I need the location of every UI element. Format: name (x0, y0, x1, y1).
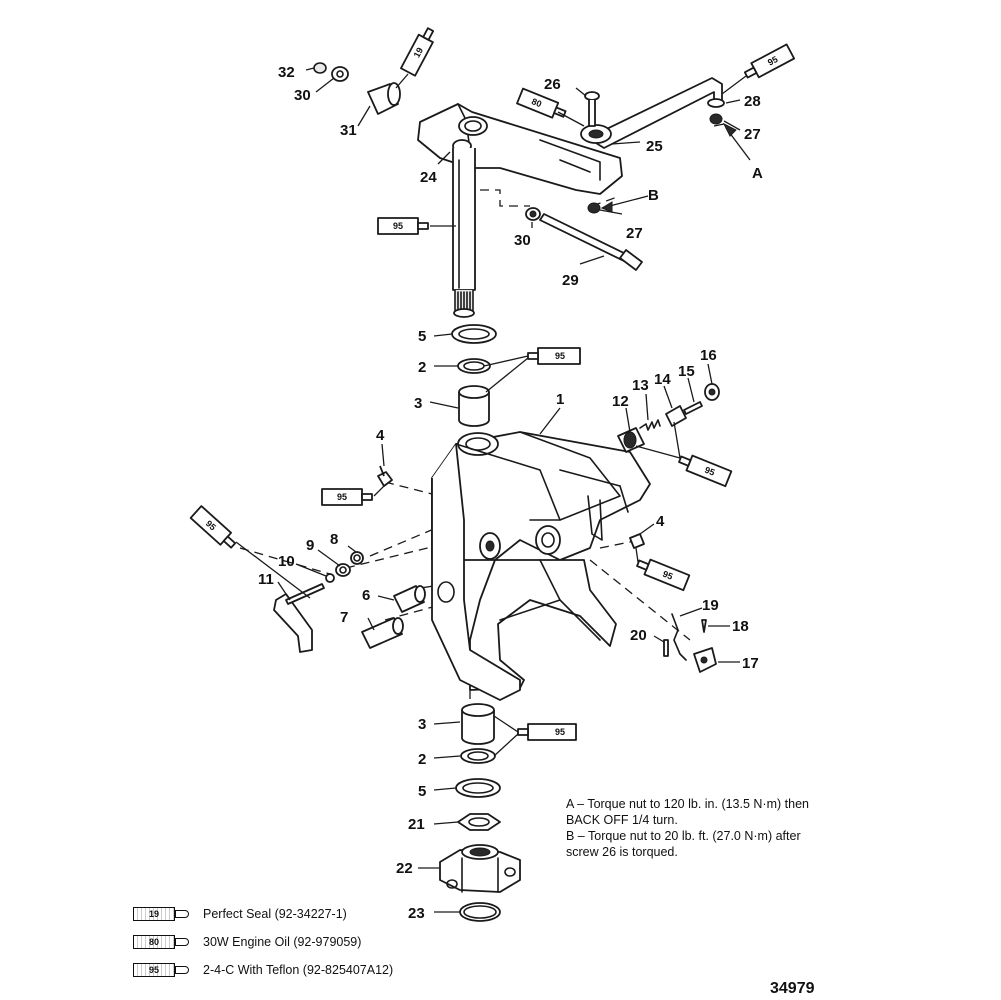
tube-label: 95 (703, 465, 716, 478)
lube-tube-19: 19 (400, 27, 435, 77)
callout-26: 26 (544, 76, 561, 93)
tube-label: 95 (337, 492, 347, 502)
callout-3: 3 (418, 716, 426, 733)
lube-tube-80: 80 (516, 87, 567, 119)
callout-3: 3 (414, 395, 422, 412)
legend-code: 80 (133, 935, 175, 949)
callout-12: 12 (612, 393, 629, 410)
callout-9: 9 (306, 537, 314, 554)
callout-29: 29 (562, 272, 579, 289)
note-b-line-2: screw 26 is torqued. (566, 845, 678, 859)
tube-label: 95 (555, 727, 565, 737)
lube-tube-95: 95 (377, 217, 429, 235)
tube-label: 95 (555, 351, 565, 361)
callout-13: 13 (632, 377, 649, 394)
lube-tube-icon: 19 (133, 907, 191, 921)
lube-tube-95: 95 (636, 558, 691, 592)
legend-code: 19 (133, 907, 175, 921)
callout-2: 2 (418, 359, 426, 376)
legend-row-2-4-c-teflon: 95 2-4-C With Teflon (92-825407A12) (133, 960, 393, 980)
legend-code: 95 (133, 963, 175, 977)
legend-row-perfect-seal: 19 Perfect Seal (92-34227-1) (133, 904, 347, 924)
callout-27: 27 (626, 225, 643, 242)
lube-tube-95: 95 (743, 43, 796, 79)
callout-20: 20 (630, 627, 647, 644)
bearing-stack-bottom (455, 703, 501, 831)
callout-27: 27 (744, 126, 761, 143)
steering-link-25 (580, 77, 723, 149)
callout-numbers: 1 5 2 3 4 4 6 7 8 9 10 11 12 13 14 15 16… (258, 64, 763, 922)
legend-label: 30W Engine Oil (92-979059) (203, 935, 362, 949)
steering-arm-24 (417, 103, 623, 318)
mark-a: A (752, 165, 763, 182)
callout-23: 23 (408, 905, 425, 922)
callout-30: 30 (514, 232, 531, 249)
callout-6: 6 (362, 587, 370, 604)
small-hardware-top (313, 62, 725, 221)
tube-label: 80 (530, 96, 543, 109)
callout-7: 7 (340, 609, 348, 626)
callout-5: 5 (418, 783, 426, 800)
swivel-bracket-1 (431, 431, 651, 701)
callout-1: 1 (556, 391, 564, 408)
lube-tube-icon: 80 (133, 935, 191, 949)
grease-fittings-4 (377, 465, 645, 549)
trim-lock-parts-12-16 (617, 383, 720, 453)
bearing-stack-top (451, 324, 497, 427)
callout-8: 8 (330, 531, 338, 548)
lube-tube-95: 95 (517, 723, 577, 741)
tube-label: 95 (661, 569, 674, 582)
tube-label: 19 (412, 46, 426, 60)
callout-17: 17 (742, 655, 759, 672)
callout-21: 21 (408, 816, 425, 833)
legend-label: Perfect Seal (92-34227-1) (203, 907, 347, 921)
tie-bar-29 (539, 213, 643, 271)
figure-number: 34979 (770, 980, 815, 997)
trim-parts-17-20 (663, 613, 717, 673)
callout-15: 15 (678, 363, 695, 380)
trim-parts-6-11 (273, 551, 426, 653)
torque-note-b: B – Torque nut to 20 lb. ft. (27.0 N·m) … (566, 828, 866, 860)
lube-tube-icon: 95 (133, 963, 191, 977)
lube-tube-95: 95 (189, 505, 237, 549)
callout-2: 2 (418, 751, 426, 768)
lube-tube-95: 95 (321, 488, 373, 506)
legend-label: 2-4-C With Teflon (92-825407A12) (203, 963, 394, 977)
callout-31: 31 (340, 122, 357, 139)
callout-5: 5 (418, 328, 426, 345)
callout-24: 24 (420, 169, 437, 186)
callout-22: 22 (396, 860, 413, 877)
torque-arrows (600, 122, 737, 213)
lubricant-tubes: 19 80 95 95 95 95 (189, 27, 796, 741)
callout-4: 4 (376, 427, 385, 444)
callout-18: 18 (732, 618, 749, 635)
note-a-line-1: A – Torque nut to 120 lb. in. (13.5 N·m)… (566, 797, 809, 811)
tube-label: 95 (766, 54, 780, 68)
callout-16: 16 (700, 347, 717, 364)
tube-leaders (235, 73, 747, 757)
screw-26 (584, 91, 600, 127)
callout-30: 30 (294, 87, 311, 104)
legend-row-engine-oil: 80 30W Engine Oil (92-979059) (133, 932, 361, 952)
tube-label: 95 (204, 518, 218, 532)
lube-tube-95: 95 (678, 454, 733, 488)
callout-19: 19 (702, 597, 719, 614)
tube-label: 95 (393, 221, 403, 231)
note-b-line-1: B – Torque nut to 20 lb. ft. (27.0 N·m) … (566, 829, 801, 843)
callout-10: 10 (278, 553, 295, 570)
note-a-line-2: BACK OFF 1/4 turn. (566, 813, 678, 827)
callout-11: 11 (258, 571, 274, 588)
lube-tube-95: 95 (527, 347, 581, 365)
torque-note-a: A – Torque nut to 120 lb. in. (13.5 N·m)… (566, 796, 866, 828)
mark-b: B (648, 187, 659, 204)
callout-4: 4 (656, 513, 665, 530)
callout-14: 14 (654, 371, 671, 388)
callout-28: 28 (744, 93, 761, 110)
yoke-22-ring-23 (439, 844, 521, 922)
callout-32: 32 (278, 64, 295, 81)
callout-25: 25 (646, 138, 663, 155)
